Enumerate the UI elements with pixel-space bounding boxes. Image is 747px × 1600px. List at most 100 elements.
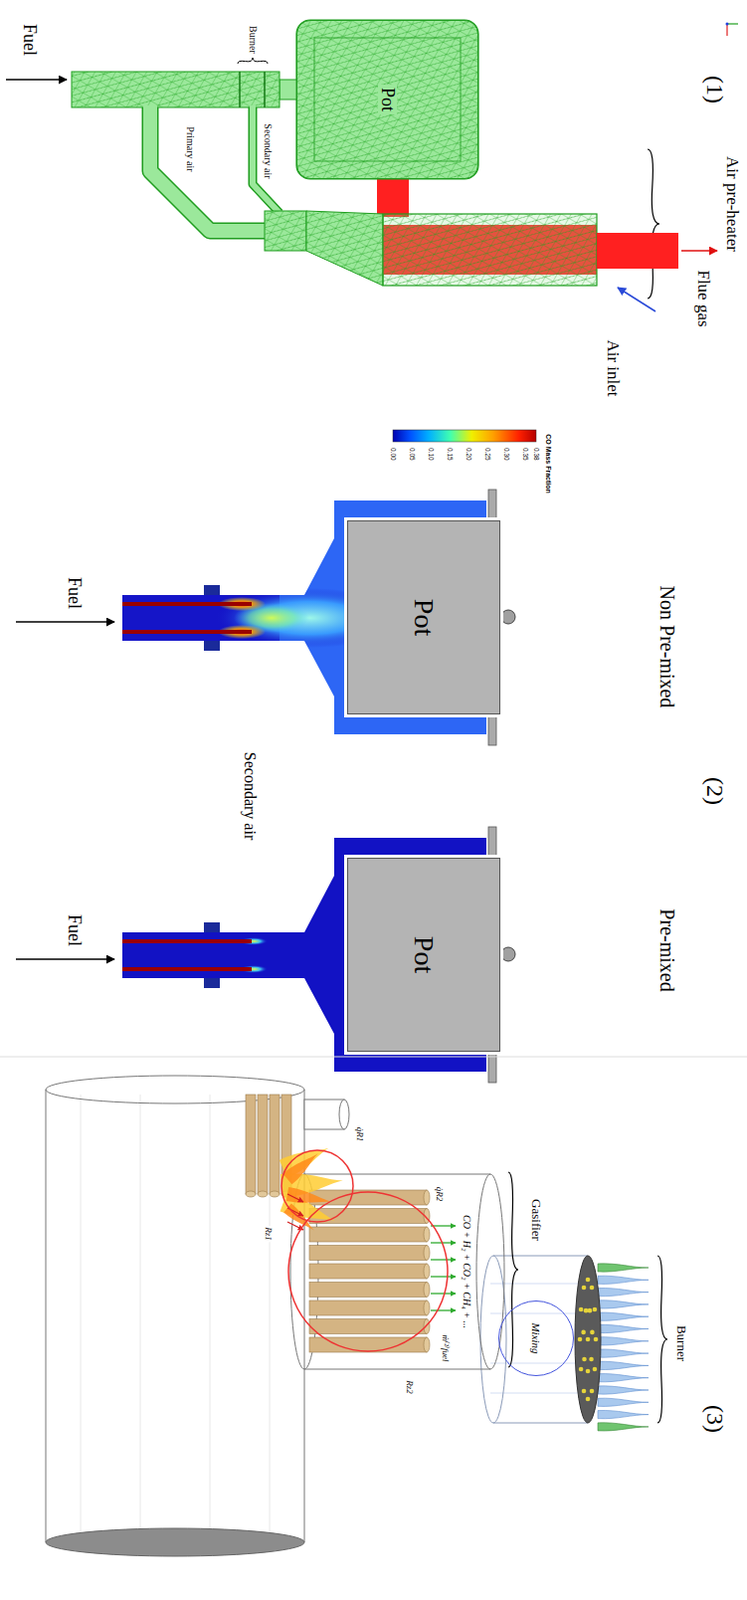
panel-number: (3) bbox=[702, 1404, 729, 1433]
flow-label: Fuel bbox=[63, 914, 84, 946]
mesh-line bbox=[80, 1094, 82, 1537]
pot-handle bbox=[488, 714, 497, 746]
flame bbox=[597, 1336, 649, 1345]
flame bbox=[597, 1360, 649, 1369]
burner-hole bbox=[592, 1366, 598, 1372]
zone-circle bbox=[281, 1149, 354, 1222]
log bbox=[309, 1226, 427, 1242]
funnel bbox=[306, 210, 383, 286]
flow-label: Fuel bbox=[18, 23, 39, 56]
colorbar-tick: 0.15 bbox=[445, 447, 453, 461]
node-label: Pot bbox=[377, 84, 398, 115]
log-end bbox=[257, 1190, 268, 1197]
stub-tube bbox=[304, 1099, 345, 1129]
panel-separator bbox=[0, 1056, 747, 1058]
node-label: Pot bbox=[408, 933, 440, 976]
flame bbox=[597, 1263, 649, 1272]
colorbar-tick: 0.35 bbox=[521, 447, 529, 461]
stub-tube bbox=[339, 1099, 350, 1129]
gas-flow-arrow bbox=[430, 1258, 456, 1260]
pot-handle bbox=[488, 489, 497, 521]
burner-hole bbox=[588, 1356, 594, 1362]
primary-pipe bbox=[150, 107, 268, 231]
species-formula: CO + H₂ + CO₂ + CH₄ + ... bbox=[461, 1214, 473, 1328]
lid-knob bbox=[501, 946, 516, 961]
mixer-wall bbox=[493, 1255, 588, 1423]
log bbox=[309, 1282, 427, 1298]
burner-plate bbox=[574, 1255, 601, 1423]
flame bbox=[597, 1373, 649, 1382]
zone-symbol: Rz1 bbox=[262, 1225, 273, 1242]
node-label: Pot bbox=[408, 595, 440, 639]
log-end bbox=[423, 1245, 430, 1261]
downcomer bbox=[264, 210, 307, 251]
flame bbox=[597, 1348, 649, 1357]
colorbar-title: CO Mass Fraction bbox=[544, 433, 553, 494]
secondary-pipe bbox=[252, 105, 280, 213]
flame bbox=[597, 1287, 649, 1296]
log-end bbox=[423, 1300, 430, 1315]
flame bbox=[597, 1385, 649, 1394]
fuel-tube-wall bbox=[122, 601, 252, 606]
colorbar-tick: 0.20 bbox=[464, 447, 472, 461]
colorbar-tick: 0.05 bbox=[407, 447, 415, 461]
colorbar-tick: 0.00 bbox=[388, 447, 396, 461]
log-end bbox=[423, 1263, 430, 1279]
brace bbox=[237, 57, 268, 64]
lid-knob bbox=[501, 609, 516, 624]
air-flange bbox=[203, 977, 220, 988]
burner-hole bbox=[585, 1336, 591, 1342]
case-drawing bbox=[15, 826, 516, 1083]
axis-y bbox=[727, 22, 739, 24]
flame bbox=[597, 1409, 649, 1418]
colorbar-tick: 0.25 bbox=[483, 447, 491, 461]
flow-label: Air inlet bbox=[603, 339, 623, 396]
flame bbox=[597, 1422, 649, 1431]
fuel-arrow bbox=[15, 957, 115, 959]
log-end bbox=[245, 1190, 256, 1197]
colorbar-tick: 0.38 bbox=[532, 447, 540, 461]
fuel-arrow bbox=[5, 78, 67, 80]
feed-tube bbox=[45, 1089, 305, 1542]
log bbox=[309, 1263, 427, 1279]
flux-symbol: ṁ⁽²⁾fuel bbox=[439, 1332, 450, 1362]
flue-arrow bbox=[681, 249, 718, 252]
mesh-line bbox=[140, 1094, 142, 1537]
gasifier-wall bbox=[304, 1173, 491, 1369]
preheater-shell bbox=[382, 213, 597, 286]
brace bbox=[508, 1171, 519, 1367]
gas-flow-arrow bbox=[430, 1224, 456, 1226]
drawing bbox=[0, 19, 747, 1556]
component-label: Secondary air bbox=[262, 123, 274, 179]
downcomer bbox=[264, 210, 307, 251]
zone-circle bbox=[288, 1191, 448, 1351]
burner-hole bbox=[578, 1307, 584, 1312]
flow-label: Secondary air bbox=[240, 751, 259, 840]
fuel-pipe bbox=[71, 71, 280, 108]
mesh-line bbox=[209, 1094, 211, 1537]
log bbox=[309, 1245, 427, 1261]
funnel bbox=[306, 210, 383, 286]
colorbar-tick: 0.10 bbox=[426, 447, 434, 461]
fuel-tube-wall bbox=[122, 629, 252, 634]
log-end bbox=[423, 1336, 430, 1352]
primary-pipe bbox=[150, 105, 270, 231]
mixing-circle: Mixing bbox=[498, 1300, 574, 1376]
axis-x bbox=[726, 23, 728, 36]
case-title: Non Pre-mixed bbox=[656, 585, 679, 709]
panel-number: (1) bbox=[702, 75, 729, 104]
pot-handle bbox=[488, 826, 497, 858]
burner-hole bbox=[585, 1396, 591, 1402]
log bbox=[257, 1094, 268, 1194]
mesh-line bbox=[490, 1312, 580, 1314]
air-flange bbox=[203, 640, 220, 651]
log bbox=[309, 1300, 427, 1315]
flow-label: Fuel bbox=[63, 576, 84, 609]
axis-z bbox=[726, 22, 730, 26]
flux-symbol: q̇R1 bbox=[354, 1125, 365, 1143]
fuel-tube-wall bbox=[122, 938, 252, 943]
flame bbox=[597, 1311, 649, 1320]
flame bbox=[597, 1323, 649, 1332]
